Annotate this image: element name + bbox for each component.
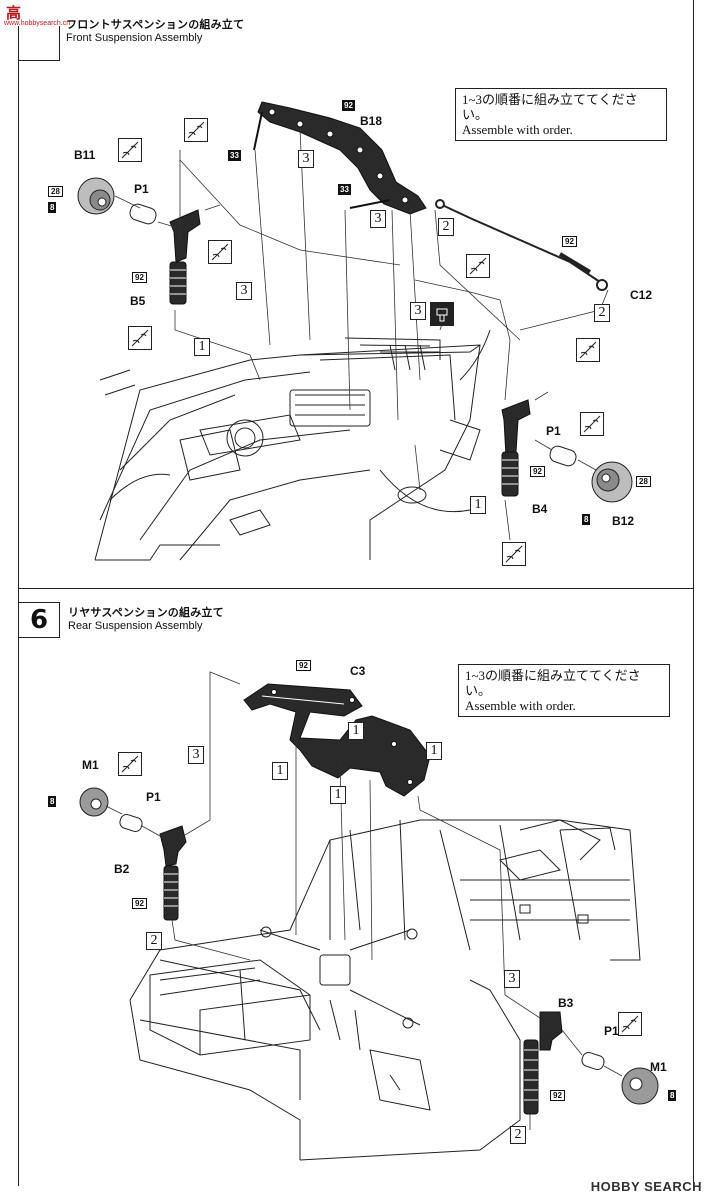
part-num-92: 92: [296, 660, 311, 671]
no-cement-icon: [118, 138, 142, 162]
no-cement-icon: [502, 542, 526, 566]
assembly-order-1: 1: [426, 742, 442, 760]
watermark-logo-sub: www.hobbysearch.cn: [4, 20, 71, 27]
part-num-92: 92: [550, 1090, 565, 1101]
part-num-92: 92: [530, 466, 545, 477]
part-num-8: 8: [582, 514, 591, 525]
no-cement-icon: [466, 254, 490, 278]
part-label-c12: C12: [630, 288, 653, 302]
part-num-92: 92: [342, 100, 355, 111]
part-num-92: 92: [562, 236, 577, 247]
step5-title-jp: フロントサスペンションの組み立て: [66, 19, 245, 31]
step5-order-note: 1~3の順番に組み立ててください。 Assemble with order.: [455, 88, 667, 141]
assembly-order-2: 2: [146, 932, 162, 950]
assembly-order-1: 1: [194, 338, 210, 356]
assembly-order-1: 1: [348, 722, 364, 740]
part-label-b11: B11: [74, 148, 96, 162]
step6-note-jp: 1~3の順番に組み立ててください。: [465, 668, 641, 698]
no-cement-icon: [128, 326, 152, 350]
part-label-p1: P1: [134, 182, 149, 196]
step6-number-box: 6: [18, 602, 60, 638]
part-num-8: 8: [48, 796, 57, 807]
part-label-c3: C3: [350, 664, 366, 678]
part-label-m1: M1: [82, 758, 99, 772]
part-label-b18: B18: [360, 114, 383, 128]
section-divider: [18, 588, 694, 589]
watermark-text: HOBBY SEARCH: [590, 1179, 702, 1194]
no-cement-icon: [576, 338, 600, 362]
part-label-p1: P1: [146, 790, 161, 804]
step6-note-en: Assemble with order.: [465, 698, 576, 713]
part-num-33: 33: [338, 184, 351, 195]
part-num-92: 92: [132, 272, 147, 283]
no-cement-icon: [208, 240, 232, 264]
assembly-order-1: 1: [330, 786, 346, 804]
assembly-order-3: 3: [410, 302, 426, 320]
right-border: [693, 0, 694, 1186]
step5-note-jp: 1~3の順番に組み立ててください。: [462, 92, 638, 122]
part-label-p1: P1: [604, 1024, 619, 1038]
no-cement-icon: [184, 118, 208, 142]
assembly-order-3: 3: [370, 210, 386, 228]
assembly-order-1: 1: [470, 496, 486, 514]
part-label-m1: M1: [650, 1060, 667, 1074]
part-label-p1: P1: [546, 424, 561, 438]
no-cement-icon: [118, 752, 142, 776]
assembly-order-2: 2: [438, 218, 454, 236]
assembly-order-2: 2: [510, 1126, 526, 1144]
part-num-92: 92: [132, 898, 147, 909]
part-num-28: 28: [48, 186, 63, 197]
assembly-order-3: 3: [188, 746, 204, 764]
step5-number-box: [18, 26, 60, 61]
part-label-b12: B12: [612, 514, 635, 528]
part-num-33: 33: [228, 150, 241, 161]
part-num-28: 28: [636, 476, 651, 487]
no-cement-icon: [618, 1012, 642, 1036]
step6-title-en: Rear Suspension Assembly: [68, 620, 203, 632]
assembly-order-3: 3: [298, 150, 314, 168]
part-label-b5: B5: [130, 294, 146, 308]
assembly-order-1: 1: [272, 762, 288, 780]
step5-title-en: Front Suspension Assembly: [66, 32, 203, 44]
part-num-8: 8: [48, 202, 57, 213]
part-label-b2: B2: [114, 862, 130, 876]
no-cement-icon: [580, 412, 604, 436]
assembly-order-3: 3: [236, 282, 252, 300]
step6-order-note: 1~3の順番に組み立ててください。 Assemble with order.: [458, 664, 670, 717]
part-label-b4: B4: [532, 502, 548, 516]
assembly-order-2: 2: [594, 304, 610, 322]
part-label-b3: B3: [558, 996, 574, 1010]
step6-title-jp: リヤサスペンションの組み立て: [68, 607, 224, 619]
step5-note-en: Assemble with order.: [462, 122, 573, 137]
grease-icon: [430, 302, 454, 326]
watermark-logo: 高: [6, 4, 22, 22]
part-num-8: 8: [668, 1090, 677, 1101]
assembly-order-3: 3: [504, 970, 520, 988]
